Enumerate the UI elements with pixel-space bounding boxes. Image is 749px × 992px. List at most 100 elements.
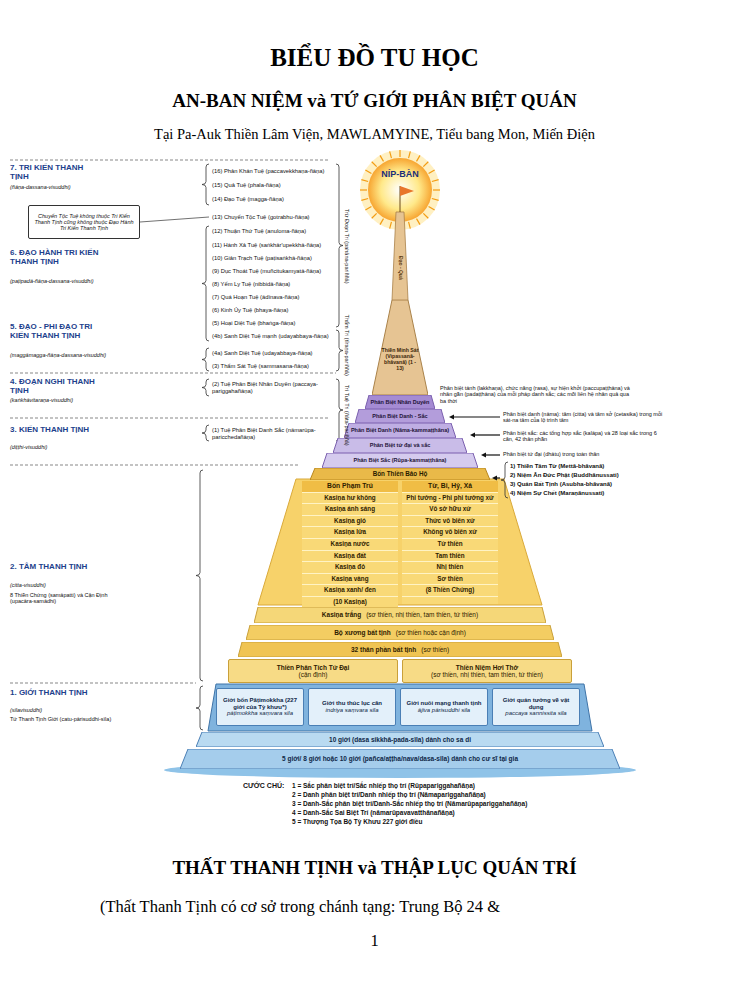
meditation-row: Kasiṇa hư không [302,493,398,505]
node-text-group: Giới thu thúc lục cănindriya saṃvara sīl… [313,700,391,714]
sun-ray [409,151,411,158]
node-text-group: NÍP-BÀN [364,169,436,179]
pointer-arrowhead [449,415,454,420]
node-text-group: Thiền Phân Tích Tứ Đại(cận định) [233,664,393,679]
annotation: Phân biệt danh (nāma): tâm (citta) và tâ… [503,411,663,424]
protective-meditation: 2) Niệm Ân Đức Phật (Buddhānussati) [510,472,650,479]
lay-precept-band: 5 giới/ 8 giới hoặc 10 giới (pañca/aṭṭha… [180,749,620,769]
meditation-row: Nhị thiền [402,562,498,574]
sun-ray [372,162,377,167]
node-text: Chuyển Tộc Tuệ không thuộc Tri Kiến Than… [33,213,135,232]
band-outline [196,732,604,747]
node-text: Phân Biệt Danh (Nāma-kammaṭṭhāna) [351,427,449,433]
node-text: Giới nuôi mạng thanh tịnh [407,700,482,707]
node-text: Giới bổn Pāṭimokkha (227 giới của Tỳ khư… [221,697,299,711]
footnote: 2 = Danh phân biệt trí/Danh nhiếp thọ tr… [292,791,622,798]
stage-pali: (diṭṭhi-visuddhi) [10,444,120,450]
node-text-group: Giới bổn Pāṭimokkha (227 giới của Tỳ khư… [221,697,299,718]
footnote: 1 = Sắc phân biệt trí/Sắc nhiếp thọ trí … [292,782,622,789]
vipassana-tower: Thiền Minh Sát (Vipassanā-bhāvanā) (1 - … [372,300,428,395]
meditation-row: Tam thiền [402,551,498,563]
sun-ray [360,189,367,190]
sun-ray [423,213,428,218]
meditation-row: Kasiṇa vàng [302,574,398,586]
stage-heading: 7. TRI KIẾN THANH TỊNH [10,163,100,181]
stage-brace [196,470,203,681]
sun-ray [372,213,377,218]
node-text-group: Phân Biệt Nhân Duyên [369,399,431,405]
insight-knowledge: (8) Yểm Ly Tuệ (nibbidā-ñāṇa) [212,281,336,288]
sun-ray [390,151,392,158]
meditation-row: (8 Thiền Chứng) [402,585,498,597]
node-text: Thiền Phân Tích Tứ Đại [277,664,350,671]
node-text: Phân Biệt Danh - Sắc [372,413,427,419]
foundation-meditation-box: Thiền Phân Tích Tứ Đại(cận định) [228,659,398,683]
pariñña-label: Trí Tuệ Tri (ñāta-pariññā) [344,375,350,455]
pointer-arrowhead [492,476,497,481]
protective-meditation: 4) Niệm Sự Chết (Maraṇānussati) [510,490,650,497]
insight-knowledge: (16) Phản Khán Tuệ (paccavekkhaṇa-ñāṇa) [212,168,336,175]
pariñña-bracket [336,330,343,371]
note-leader [140,217,209,222]
node-text: (cận định) [299,671,328,678]
stage-pali: (citta-visuddhi) [10,582,120,588]
insight-knowledge: (15) Quả Tuệ (phala-ñāṇa) [212,182,336,189]
pointer-arrow [453,416,500,417]
pariñña-bracket [336,379,343,441]
sun-ray [361,199,368,201]
band-outline [365,395,435,409]
node-text-group: Bốn Phạm TrúKasiṇa hư khôngKasiṇa ánh sá… [302,481,398,609]
sun-ray [429,170,435,174]
node-text-group: Giới quán tưởng về vật dụngpaccaya sanni… [497,697,575,718]
protective-meditation: 3) Quán Bất Tịnh (Asubha-bhāvanā) [510,481,650,488]
stage-pali: (sīlavisuddhi) [10,707,120,713]
section-heading: THẤT THANH TỊNH và THẬP LỤC QUÁN TRÍ [0,857,749,879]
insight-knowledge: (4b) Sanh Diệt Tuệ mạnh (udayabbaya-ñāṇa… [212,333,336,340]
insight-knowledge: (6) Kinh Úy Tuệ (bhaya-ñāṇa) [212,307,336,314]
stage-pali: (maggāmagga-ñāṇa-dassana-visuddhi) [10,352,120,358]
insight-tier: Phân Biệt Nhân Duyên [365,395,435,409]
footnote: 4 = Danh-Sắc Sai Biệt Trí (nāmarūpavavat… [292,809,622,816]
stage-pali: (kaṅkhāvitaraṇa-visuddhi) [10,397,120,403]
precept-box: Giới bổn Pāṭimokkha (227 giới của Tỳ khư… [216,688,304,726]
meditation-row: Tứ thiền [402,539,498,551]
node-text-group: Phân Biệt tứ đại và sắc [337,442,463,448]
note-box: Chuyển Tộc Tuệ không thuộc Tri Kiến Than… [28,205,140,239]
meditation-row: Kasiṇa gió [302,516,398,528]
sun-ray [380,219,384,225]
node-text: Kasiṇa trắng [322,611,361,618]
sun-ray [432,199,439,201]
node-text-group: Bộ xương bất tịnh(sơ thiền hoặc cận định… [250,629,550,636]
insight-knowledge: (9) Dục Thoát Tuệ (muñcitukamyatā-ñāṇa) [212,268,336,275]
insight-tier: Phân Biệt Danh - Sắc [355,409,445,423]
pariñña-bracket [336,164,343,327]
meditation-row: Kasiṇa lửa [302,527,398,539]
node-text: Phân Biệt Nhân Duyên [371,399,430,405]
insight-knowledge: (4a) Sanh Diệt Tuệ (udayabbaya-ñāṇa) [212,350,336,357]
node-text: pāṭimokkha saṃvara sīla [227,710,293,717]
pointer-arrow [485,454,500,455]
footnote: 3 = Danh-Sắc phân biệt trí/Danh-Sắc nhiế… [292,800,622,807]
pointer-arrow [474,434,500,435]
insight-knowledge: (3) Thẩm Sát Tuệ (sammasana-ñāṇa) [212,363,336,370]
pointer-arrowhead [470,433,475,438]
insight-knowledge: (12) Thuận Thứ Tuệ (anuloma-ñāṇa) [212,228,336,235]
pariñña-label: Thẩm Tri (tīraṇa-pariññā) [344,310,350,380]
node-text: Giới thu thúc lục căn [322,700,382,707]
stage-divider [10,683,196,684]
insight-knowledge: (13) Chuyển Tộc Tuệ (gotrabhu-ñāṇa) [212,214,336,221]
samatha-block [258,479,542,605]
node-text-group: Giới nuôi mạng thanh tịnhājīva pārisuddh… [405,700,483,714]
spire [392,212,408,300]
insight-knowledge: (10) Giản Trạch Tuệ (paṭisaṅkhā-ñāṇa) [212,255,336,262]
precept-box: Giới quán tưởng về vật dụngpaccaya sanni… [492,688,580,726]
node-text: 5 giới/ 8 giới hoặc 10 giới (pañca/aṭṭha… [282,755,518,762]
band-outline [254,607,546,623]
node-text-group: Chuyển Tộc Tuệ không thuộc Tri Kiến Than… [33,213,135,232]
annotation: Phân biệt sắc: các tổng hợp sắc (kalāpa)… [503,430,663,443]
annotation: Phân biệt tứ đại (dhātu) trong toàn thân [503,451,663,457]
node-text: Phân Biệt tứ đại và sắc [370,442,431,448]
insight-tier: Phân Biệt Sắc (Rūpa-kammaṭṭhāna) [322,453,478,468]
nibbana-sun: NÍP-BÀN [360,150,440,230]
sun-ray [365,170,371,174]
